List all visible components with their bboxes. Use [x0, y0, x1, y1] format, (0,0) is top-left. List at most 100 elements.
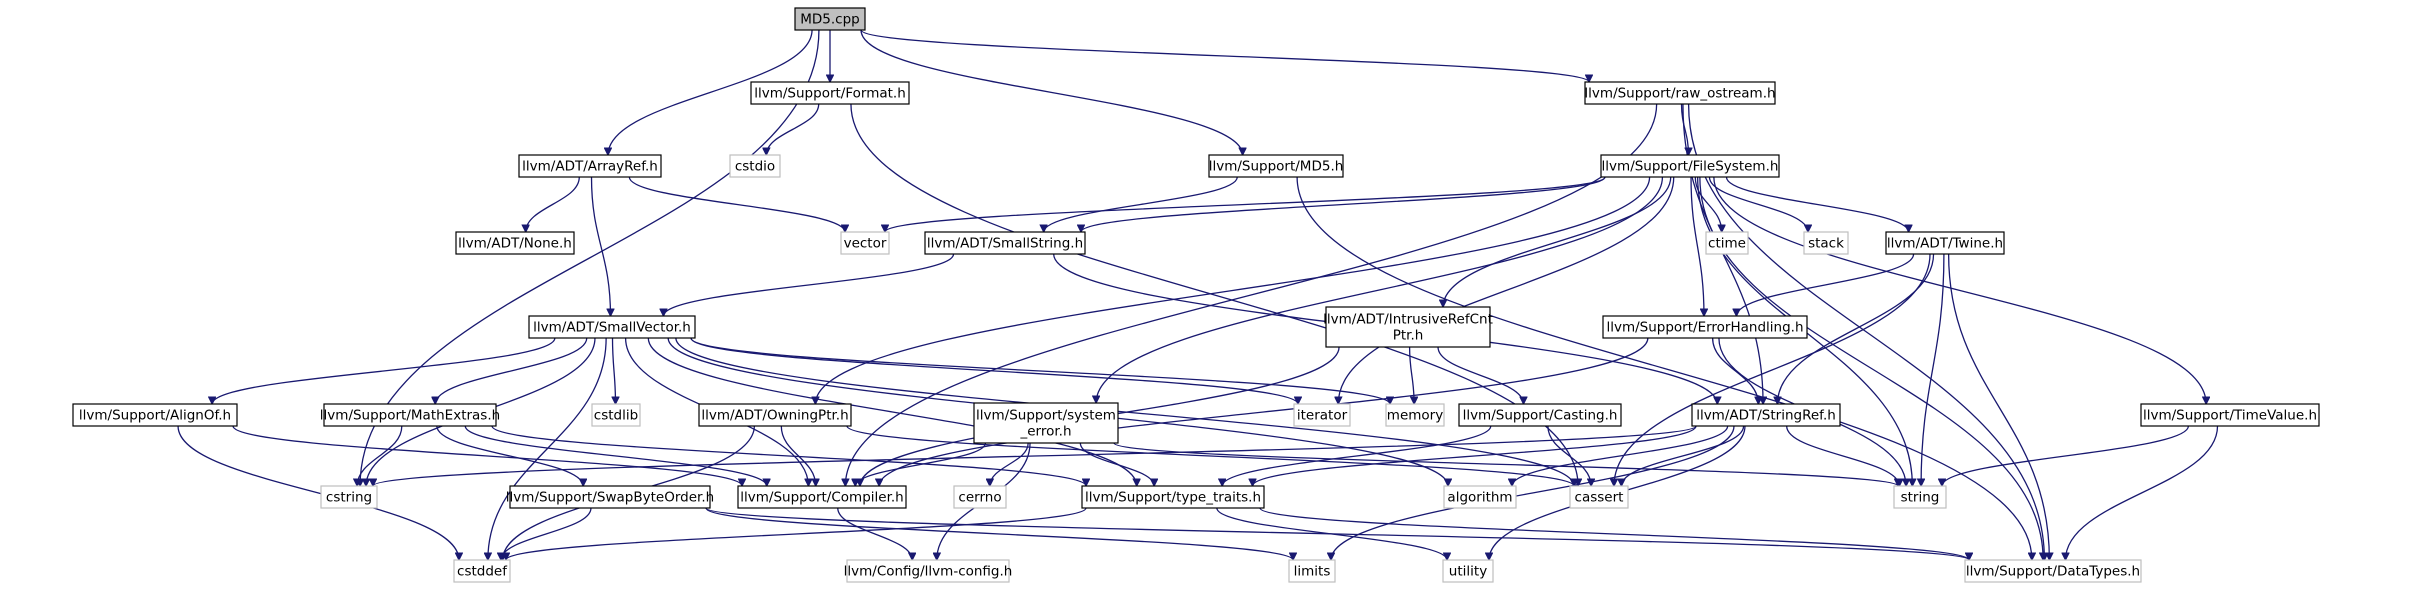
edge-smallvector_h-to-cstddef	[488, 337, 607, 560]
edge-twine_h-to-stringref_h	[1777, 253, 1935, 404]
node-cstring: cstring	[320, 485, 378, 509]
edge-filesystem_h-to-intrusive_h	[1443, 176, 1672, 307]
node-owningptr-h[interactable]: llvm/ADT/OwningPtr.h	[698, 403, 852, 427]
node-label: llvm/ADT/StringRef.h	[1696, 408, 1836, 424]
node-label: llvm/Support/FileSystem.h	[1602, 159, 1779, 175]
node-box	[591, 403, 641, 427]
edge-filesystem_h-to-errorhandling_h	[1690, 176, 1704, 316]
edge-md5_h-to-datatypes_h	[1296, 176, 2032, 560]
node-swapbyteorder-h[interactable]: llvm/Support/SwapByteOrder.h	[506, 485, 714, 509]
node-none-h[interactable]: llvm/ADT/None.h	[455, 231, 575, 255]
node-errorhandling-h[interactable]: llvm/Support/ErrorHandling.h	[1602, 315, 1808, 339]
edge-system_error_h-to-string	[1113, 442, 1898, 487]
node-md5-h[interactable]: llvm/Support/MD5.h	[1208, 154, 1344, 178]
node-arrayref-h[interactable]: llvm/ADT/ArrayRef.h	[518, 154, 662, 178]
node-box	[1600, 154, 1780, 178]
edge-intrusive_h-to-casting_h	[1437, 346, 1524, 404]
edge-timevalue_h-to-datatypes_h	[2065, 425, 2219, 560]
node-memory: memory	[1385, 403, 1445, 427]
node-box	[1602, 315, 1808, 339]
node-twine-h[interactable]: llvm/ADT/Twine.h	[1885, 231, 2005, 255]
node-label: stack	[1808, 236, 1844, 252]
node-label: llvm/Support/Format.h	[754, 86, 906, 102]
node-box	[1691, 403, 1841, 427]
edge-filesystem_h-to-twine_h	[1725, 176, 1908, 232]
edge-intrusive_h-to-memory	[1408, 346, 1415, 404]
node-label: cstring	[326, 490, 372, 506]
node-string: string	[1893, 485, 1947, 509]
node-label: llvm/Support/AlignOf.h	[79, 408, 231, 424]
edge-system_error_h-to-compiler_h	[855, 442, 987, 486]
node-box	[794, 7, 866, 31]
node-box	[1705, 231, 1749, 255]
edge-swapbyteorder_h-to-datatypes_h	[705, 507, 1969, 560]
edge-mathextras_h-to-cstring	[357, 425, 403, 486]
node-smallstring-h[interactable]: llvm/ADT/SmallString.h	[924, 231, 1086, 255]
edge-swapbyteorder_h-to-cstddef	[501, 507, 592, 560]
edge-mathextras_h-to-swapbyteorder_h	[436, 425, 583, 486]
node-iterator: iterator	[1293, 403, 1351, 427]
node-box	[750, 81, 910, 105]
node-box	[1569, 485, 1629, 509]
node-label: llvm/ADT/SmallVector.h	[533, 320, 691, 336]
edge-filesystem_h-to-owningptr_h	[815, 176, 1651, 404]
node-stringref-h[interactable]: llvm/ADT/StringRef.h	[1691, 403, 1841, 427]
node-box	[1442, 559, 1494, 583]
edge-filesystem_h-to-iterator	[1338, 176, 1675, 404]
node-type-traits-h[interactable]: llvm/Support/type_traits.h	[1081, 485, 1265, 509]
edge-type_traits_h-to-cstddef	[506, 507, 1087, 561]
edge-swapbyteorder_h-to-limits	[705, 507, 1293, 561]
node-box	[453, 559, 511, 583]
node-md5cpp[interactable]: MD5.cpp	[794, 7, 866, 31]
edge-filesystem_h-to-vector	[885, 176, 1606, 233]
edge-smallvector_h-to-cstdlib	[613, 337, 616, 404]
node-alignof-h[interactable]: llvm/Support/AlignOf.h	[72, 403, 238, 427]
edge-casting_h-to-cassert	[1547, 425, 1591, 486]
node-timevalue-h[interactable]: llvm/Support/TimeValue.h	[2140, 403, 2320, 427]
node-label: cstdlib	[594, 408, 638, 424]
edge-stringref_h-to-cstring	[373, 425, 1697, 486]
edge-format_h-to-cstdio	[766, 103, 820, 155]
node-label: _error.h	[1019, 424, 1071, 440]
node-label: Ptr.h	[1393, 328, 1424, 344]
node-label: llvm/Support/system	[976, 408, 1116, 424]
node-smallvector-h[interactable]: llvm/ADT/SmallVector.h	[528, 315, 696, 339]
node-box	[72, 403, 238, 427]
node-casting-h[interactable]: llvm/Support/Casting.h	[1458, 403, 1622, 427]
edge-smallvector_h-to-mathextras_h	[435, 337, 588, 404]
edge-smallvector_h-to-alignof_h	[212, 337, 556, 404]
node-compiler-h[interactable]: llvm/Support/Compiler.h	[737, 485, 907, 509]
node-box	[729, 154, 781, 178]
node-label: llvm/Support/DataTypes.h	[1966, 564, 2140, 580]
node-cstdio: cstdio	[729, 154, 781, 178]
node-box	[1584, 81, 1776, 105]
node-label: llvm/Config/llvm-config.h	[844, 564, 1013, 580]
edge-raw_ostream_h-to-filesystem_h	[1680, 103, 1689, 155]
node-box	[509, 485, 711, 509]
edge-twine_h-to-string	[1921, 253, 1945, 486]
node-raw-ostream-h[interactable]: llvm/Support/raw_ostream.h	[1584, 81, 1776, 105]
node-system-error-h[interactable]: llvm/Support/system_error.h	[973, 402, 1119, 444]
node-box	[1385, 403, 1445, 427]
node-label: cstddef	[457, 564, 508, 580]
node-format-h[interactable]: llvm/Support/Format.h	[750, 81, 910, 105]
node-box	[1325, 306, 1491, 348]
node-label: cassert	[1575, 490, 1624, 506]
edge-arrayref_h-to-vector	[628, 176, 845, 232]
edge-smallstring_h-to-smallvector_h	[663, 253, 955, 316]
node-mathextras-h[interactable]: llvm/Support/MathExtras.h	[320, 403, 500, 427]
edges-layer	[177, 29, 2219, 561]
node-label: llvm/ADT/ArrayRef.h	[522, 159, 658, 175]
node-filesystem-h[interactable]: llvm/Support/FileSystem.h	[1600, 154, 1780, 178]
node-cstdlib: cstdlib	[591, 403, 641, 427]
edge-errorhandling_h-to-compiler_h	[879, 337, 1649, 486]
edge-timevalue_h-to-string	[1942, 425, 2190, 486]
node-label: llvm/Support/MD5.h	[1209, 159, 1344, 175]
node-box	[323, 403, 497, 427]
node-cerrno: cerrno	[953, 485, 1007, 509]
node-box	[320, 485, 378, 509]
node-box	[1964, 559, 2142, 583]
node-box	[1208, 154, 1344, 178]
edge-system_error_h-to-type_traits_h	[1079, 442, 1154, 486]
